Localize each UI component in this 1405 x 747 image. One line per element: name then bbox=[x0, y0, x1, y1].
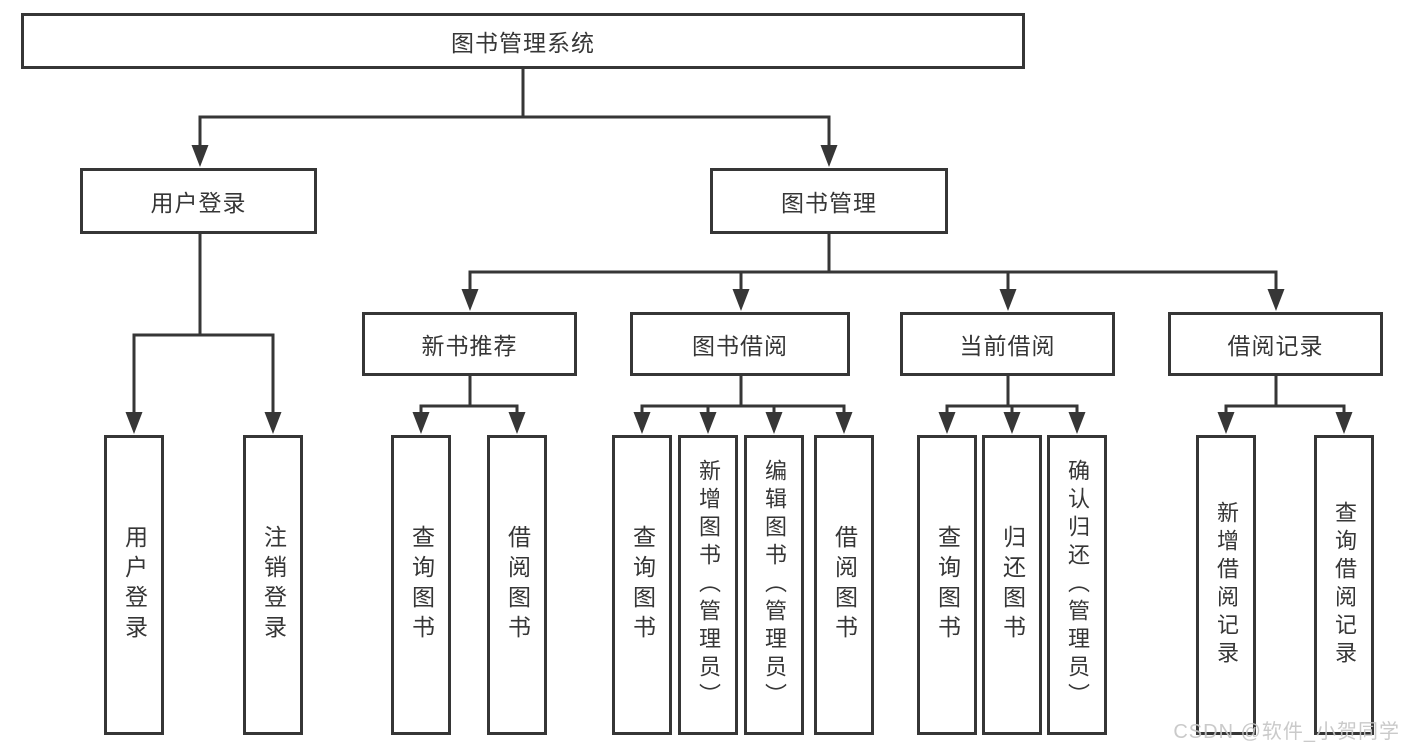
leaf-query-borrow-record: 查询借阅记录 bbox=[1314, 435, 1374, 735]
leaf-query-books-current: 查询图书 bbox=[917, 435, 977, 735]
leaf-query-books-recommend: 查询图书 bbox=[391, 435, 451, 735]
leaf-borrow-books: 借阅图书 bbox=[814, 435, 874, 735]
leaf-return-book: 归还图书 bbox=[982, 435, 1042, 735]
leaf-logout: 注销登录 bbox=[243, 435, 303, 735]
leaf-add-borrow-record: 新增借阅记录 bbox=[1196, 435, 1256, 735]
leaf-user-login: 用户登录 bbox=[104, 435, 164, 735]
leaf-edit-book-admin: 编辑图书（管理员） bbox=[744, 435, 804, 735]
node-new-book-recommend: 新书推荐 bbox=[362, 312, 577, 376]
leaf-confirm-return-admin: 确认归还（管理员） bbox=[1047, 435, 1107, 735]
node-book-management: 图书管理 bbox=[710, 168, 948, 234]
leaf-query-books-borrow: 查询图书 bbox=[612, 435, 672, 735]
leaf-add-book-admin: 新增图书（管理员） bbox=[678, 435, 738, 735]
csdn-watermark: CSDN @软件_小贺同学 bbox=[1173, 721, 1400, 743]
node-library-management-system: 图书管理系统 bbox=[21, 13, 1025, 69]
leaf-borrow-books-recommend: 借阅图书 bbox=[487, 435, 547, 735]
node-book-borrow: 图书借阅 bbox=[630, 312, 850, 376]
node-user-login: 用户登录 bbox=[80, 168, 317, 234]
node-current-borrow: 当前借阅 bbox=[900, 312, 1115, 376]
node-borrow-records: 借阅记录 bbox=[1168, 312, 1383, 376]
